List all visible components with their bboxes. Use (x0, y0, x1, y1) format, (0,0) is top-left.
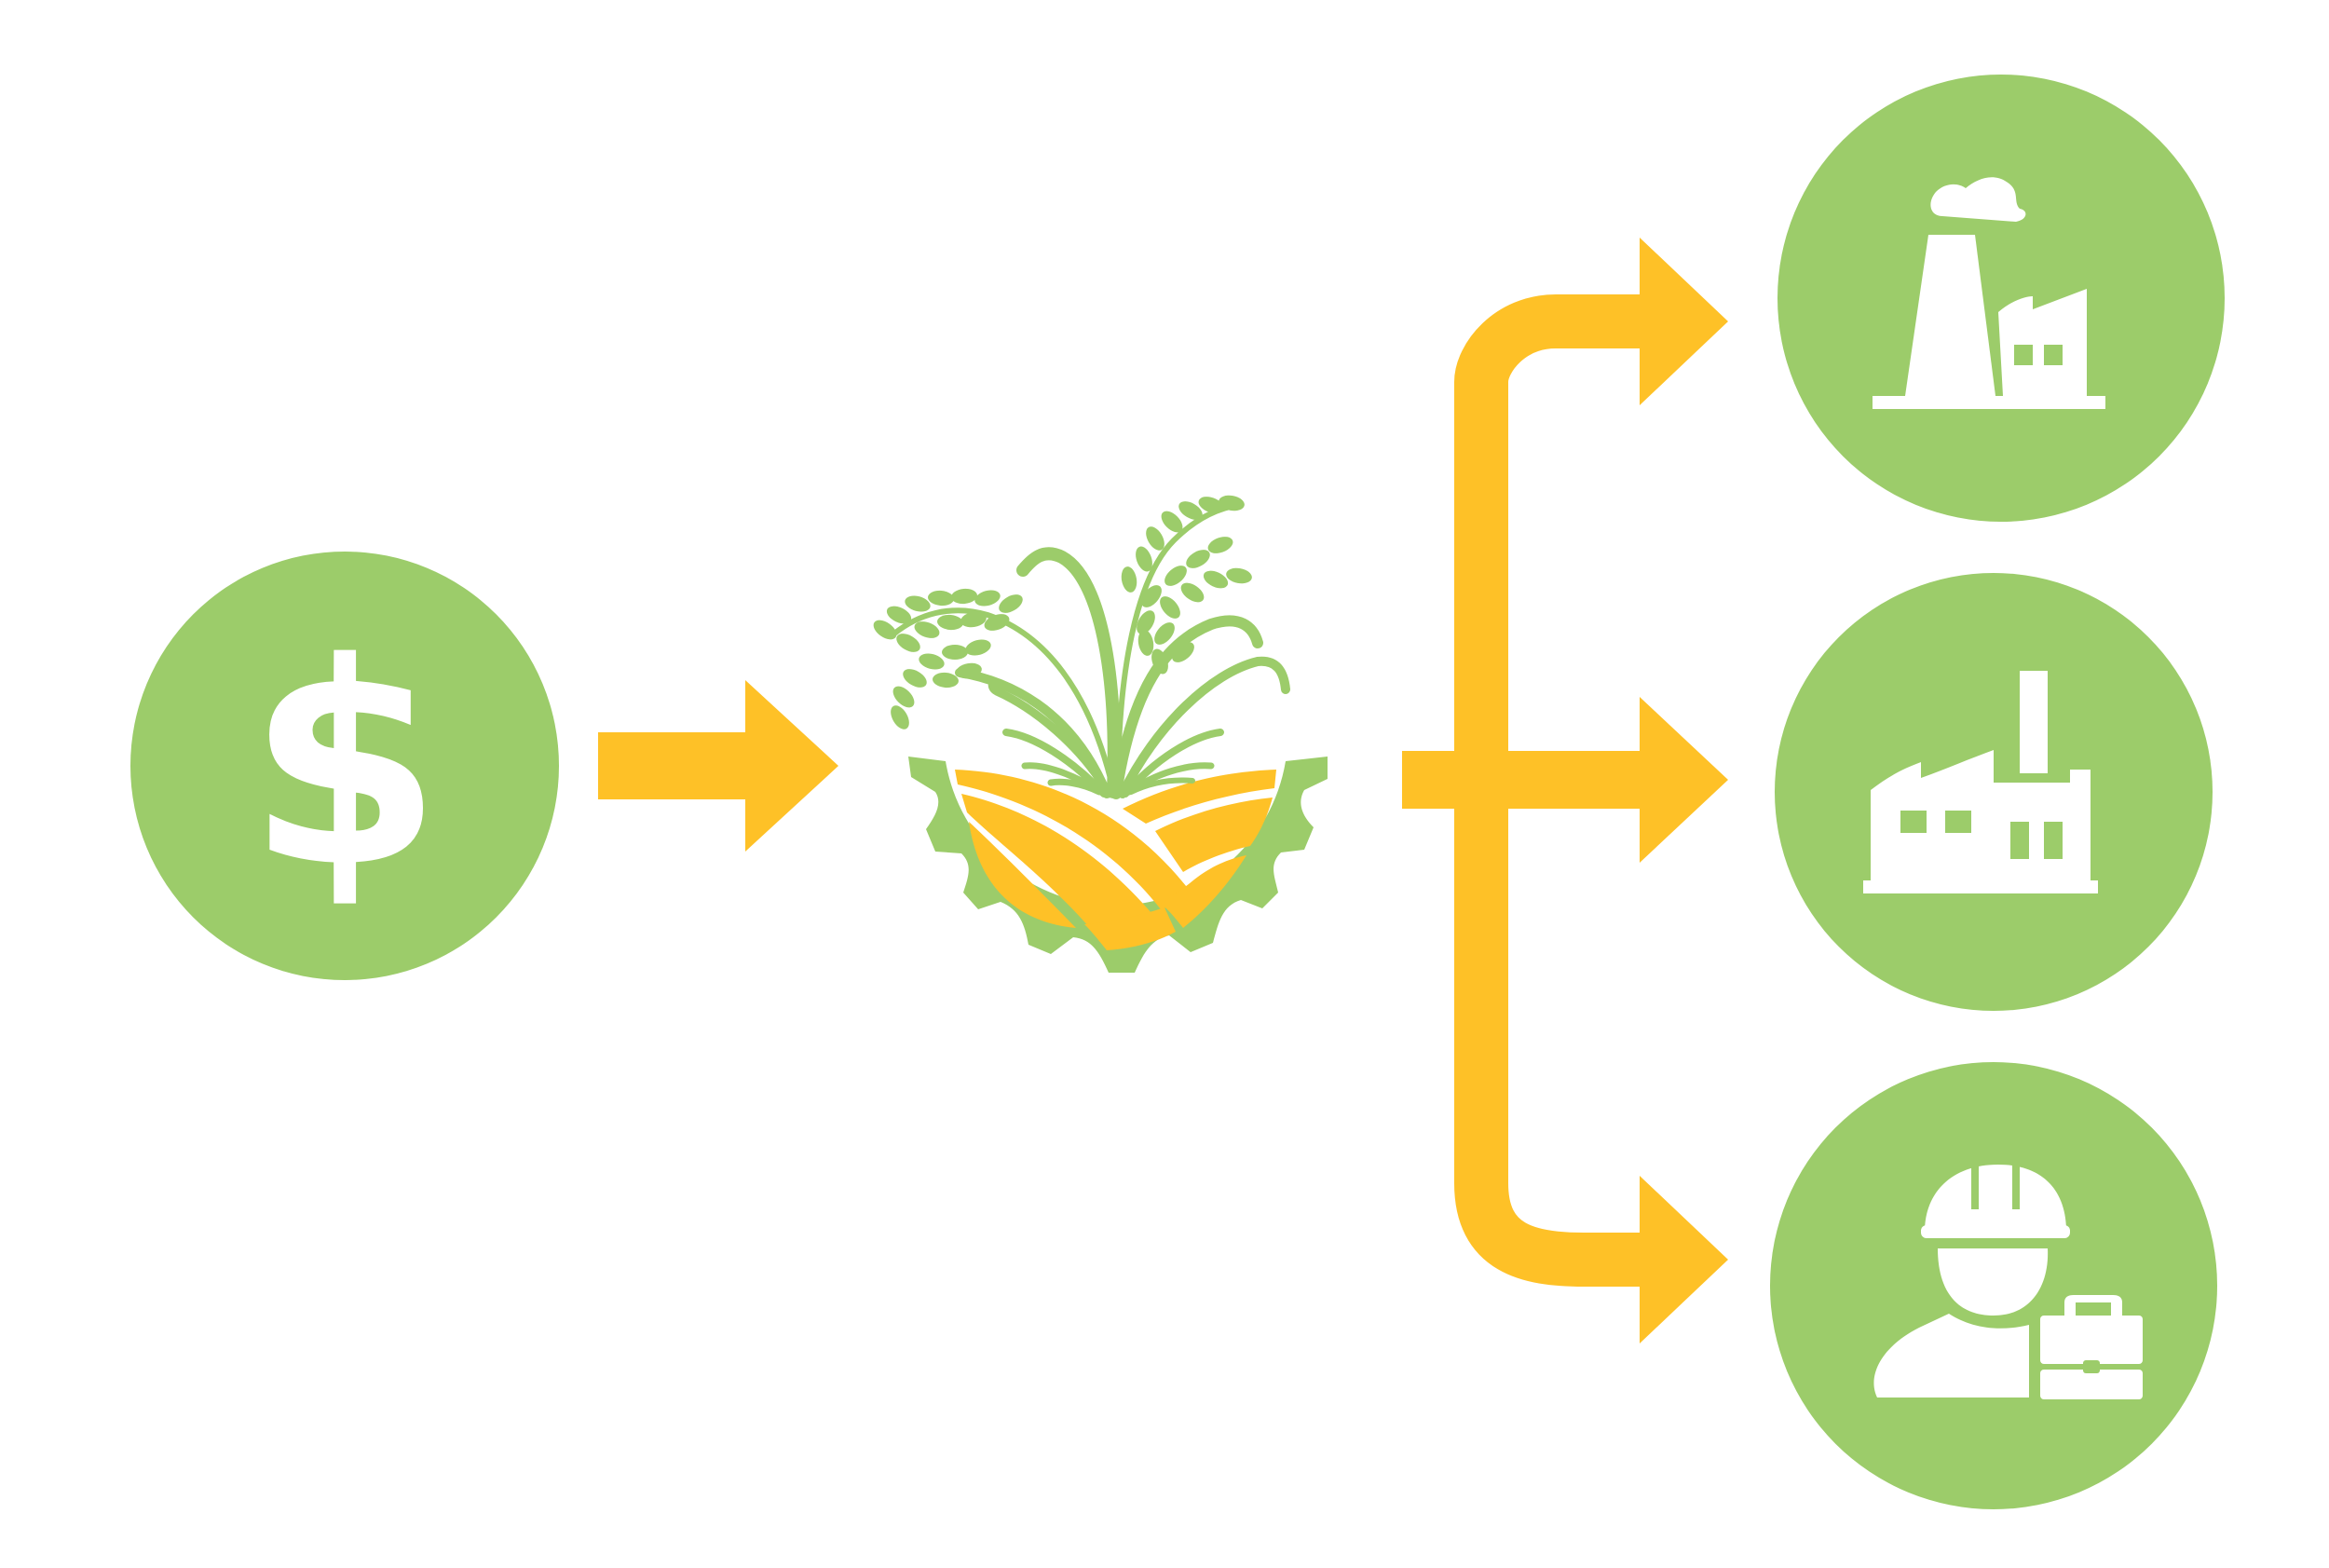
rice-grains (873, 495, 1252, 729)
worker-toolbox-icon (1873, 1165, 2143, 1399)
arrowhead-bottom (1640, 1176, 1728, 1343)
factory-windows (1900, 811, 2063, 859)
factory-icon (1863, 671, 2098, 893)
output-node-factory (1775, 573, 2213, 1011)
output-node-worker (1770, 1062, 2217, 1509)
fields-icon (955, 770, 1276, 950)
rice-plant-icon (892, 502, 1290, 799)
dollar-icon: $ (248, 604, 443, 929)
toolbox-icon (2040, 1295, 2143, 1399)
output-node-power-plant (1777, 75, 2225, 522)
output-circle-1 (1777, 75, 2225, 522)
branching-arrow (1402, 238, 1728, 1343)
arrowhead-top (1640, 238, 1728, 405)
source-node: $ (130, 552, 559, 980)
power-plant-icon (1873, 177, 2105, 409)
arrow-source-to-center (598, 680, 838, 852)
power-plant-windows (2014, 345, 2063, 365)
branch-trunk (1454, 294, 1640, 1287)
branch-middle-bar (1481, 751, 1640, 809)
source-circle (130, 552, 559, 980)
agriculture-gear-logo (873, 495, 1328, 973)
arrowhead-middle (1640, 697, 1728, 863)
